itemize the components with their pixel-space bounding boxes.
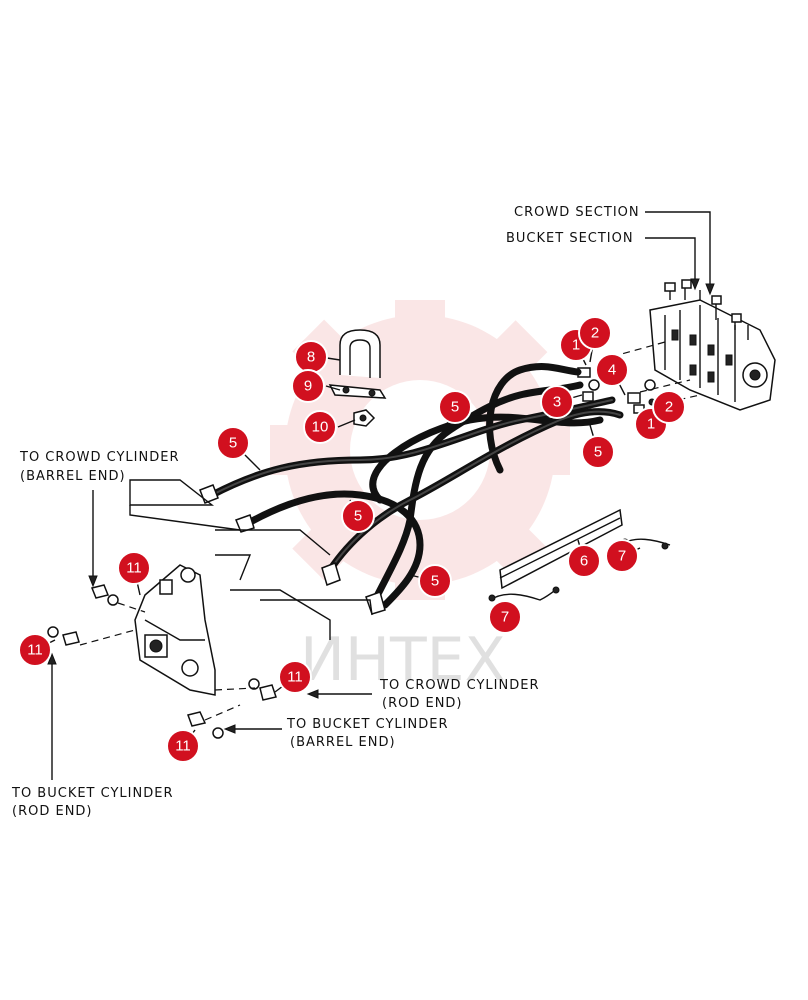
svg-text:1: 1	[572, 337, 580, 354]
to-crowd-rod-label-1: TO CROWD CYLINDER	[379, 678, 540, 693]
cylinder-fittings	[47, 584, 277, 739]
svg-text:5: 5	[354, 508, 362, 525]
svg-text:5: 5	[229, 435, 237, 452]
to-crowd-barrel-label-1: TO CROWD CYLINDER	[19, 450, 180, 465]
callout-5f: 5	[0, 0, 4, 9]
svg-text:5: 5	[594, 444, 602, 461]
callout-5c: 5	[581, 435, 615, 469]
svg-text:6: 6	[580, 553, 588, 570]
svg-text:3: 3	[553, 394, 561, 411]
block-dash-lines	[79, 602, 256, 721]
callout-5a: 5	[216, 426, 250, 460]
svg-text:8: 8	[307, 349, 315, 366]
callout-5e: 5	[418, 564, 452, 598]
svg-text:2: 2	[591, 325, 599, 342]
valve-dash-lines	[599, 341, 701, 406]
callout-7a: 7	[605, 539, 639, 573]
callout-5b: 5	[438, 390, 472, 424]
bucket-section-label: BUCKET SECTION	[506, 231, 634, 246]
svg-text:10: 10	[312, 419, 329, 436]
svg-text:7: 7	[618, 548, 626, 565]
svg-text:11: 11	[175, 738, 191, 755]
svg-text:11: 11	[126, 560, 142, 577]
svg-text:1: 1	[647, 416, 655, 433]
callout-11d: 11	[166, 729, 200, 763]
to-bucket-barrel-label-2: (BARREL END)	[290, 735, 396, 750]
to-bucket-rod-label-1: TO BUCKET CYLINDER	[11, 786, 173, 801]
callout-3: 3	[540, 385, 574, 419]
crowd-section-label: CROWD SECTION	[514, 205, 640, 220]
u-bolt-assembly	[328, 329, 387, 427]
svg-text:9: 9	[304, 378, 312, 395]
callout-11b: 11	[18, 633, 52, 667]
svg-text:5: 5	[431, 573, 439, 590]
svg-text:7: 7	[501, 609, 509, 626]
callout-10: 10	[303, 410, 337, 444]
to-crowd-rod-label-2: (ROD END)	[382, 696, 463, 711]
callout-6: 6	[567, 544, 601, 578]
svg-text:5: 5	[451, 399, 459, 416]
channel-and-clamps	[488, 508, 671, 602]
to-bucket-rod-label-2: (ROD END)	[12, 804, 93, 819]
callout-11c: 11	[278, 660, 312, 694]
callout-4: 4	[595, 353, 629, 387]
callout-2b: 2	[652, 390, 686, 424]
svg-text:11: 11	[287, 669, 303, 686]
svg-text:11: 11	[27, 642, 43, 659]
svg-text:2: 2	[665, 399, 673, 416]
frame-outline	[129, 479, 373, 640]
to-crowd-barrel-label-2: (BARREL END)	[20, 469, 126, 484]
to-bucket-barrel-label-1: TO BUCKET CYLINDER	[286, 717, 448, 732]
watermark-text: ИНТЕХ	[300, 625, 506, 695]
callout-5d: 5	[341, 499, 375, 533]
cylinder-block	[134, 564, 216, 696]
callout-8: 8	[294, 340, 328, 374]
callout-2: 2	[578, 316, 612, 350]
cylinder-arrows	[47, 490, 372, 780]
valve-fittings	[577, 367, 656, 414]
callout-11a: 11	[117, 551, 151, 585]
callout-9: 9	[291, 369, 325, 403]
svg-text:4: 4	[608, 362, 616, 379]
section-leaders	[645, 211, 715, 296]
callout-7b: 7	[488, 600, 522, 634]
